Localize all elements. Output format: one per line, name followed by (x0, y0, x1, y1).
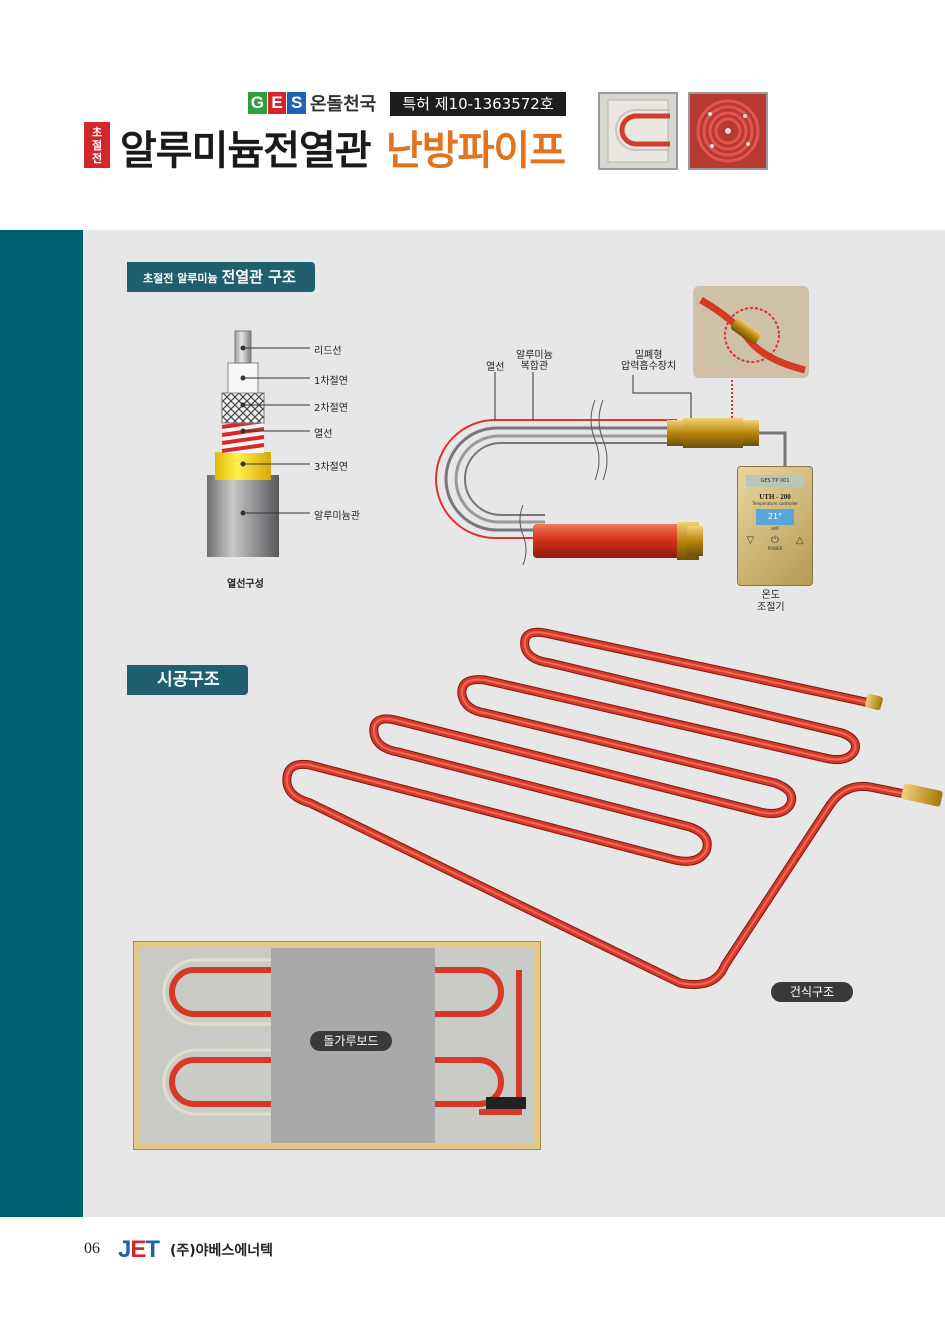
thermostat-label: 온도 조절기 (757, 590, 785, 613)
arrow-down-icon[interactable]: ▽ (746, 535, 755, 546)
thermostat-subtitle: Temperature controller (752, 501, 798, 506)
pipe-label-sealed-device: 밀폐형 압력흡수장치 (621, 350, 677, 372)
ges-logo: G E S (248, 92, 307, 114)
page-title-accent: 난방파이프 (386, 128, 566, 174)
layer-label: 리드선 (314, 346, 342, 357)
board-label: 돌가루보드 (310, 1031, 392, 1051)
brand-name: 온돌천국 (310, 94, 377, 115)
section-label-structure: 초절전 알루미늄 전열관 구조 (127, 262, 315, 292)
serpentine-pipe-illustration (270, 615, 943, 995)
jet-logo: JET (118, 1236, 160, 1263)
logo-g: G (248, 92, 267, 114)
coil-photo (688, 92, 768, 170)
dry-structure-label: 건식구조 (771, 982, 853, 1002)
layer-label: 열선 (314, 429, 333, 440)
page-number: 06 (84, 1240, 100, 1257)
pipe-label-composite: 알루미늄 복합관 (516, 350, 553, 372)
side-bar (0, 230, 83, 1217)
company-name: (주)야베스에너텍 (170, 1243, 273, 1259)
pipe-label-heat-wire: 열선 (486, 362, 505, 373)
pipe-system-diagram (435, 286, 809, 566)
badge-char: 초 (91, 125, 103, 139)
installation-photo (133, 941, 541, 1150)
pipe-loop-photo (598, 92, 678, 170)
patent-number: 특허 제10-1363572호 (390, 92, 566, 116)
thermostat-controller: GES TP 001 UTH - 200 Temperature control… (737, 466, 813, 586)
arrow-up-icon[interactable]: △ (795, 535, 804, 546)
thermostat-brand: GES TP 001 (746, 475, 804, 487)
section-label-big: 전열관 구조 (221, 268, 296, 286)
badge-char: 전 (91, 151, 103, 165)
layer-label: 알루미늄관 (314, 511, 360, 522)
aluminum-pipe-layer (207, 475, 279, 557)
section-label-install: 시공구조 (127, 665, 248, 695)
thermostat-model: UTH - 200 (759, 493, 791, 501)
cable-caption: 열선구성 (227, 579, 264, 590)
thermostat-power-label: POWER (767, 546, 783, 551)
layer-label: 3차절연 (314, 462, 348, 473)
heating-wire-layer (221, 419, 265, 453)
thermostat-mode: setF (770, 526, 780, 531)
page-title: 알루미늄전열관 (120, 128, 372, 174)
power-icon[interactable]: ⏻ (771, 535, 779, 546)
energy-saving-badge: 초 절 전 (84, 122, 110, 168)
logo-s: S (287, 92, 307, 114)
badge-char: 절 (91, 138, 103, 152)
thermostat-display: 21° (756, 509, 794, 525)
section-label-small: 초절전 알루미늄 (143, 272, 218, 285)
layer-label: 1차절연 (314, 376, 348, 387)
layer-label: 2차절연 (314, 403, 348, 414)
second-insulation-layer (221, 392, 265, 424)
logo-e: E (267, 92, 287, 114)
cable-structure-diagram (207, 330, 310, 557)
